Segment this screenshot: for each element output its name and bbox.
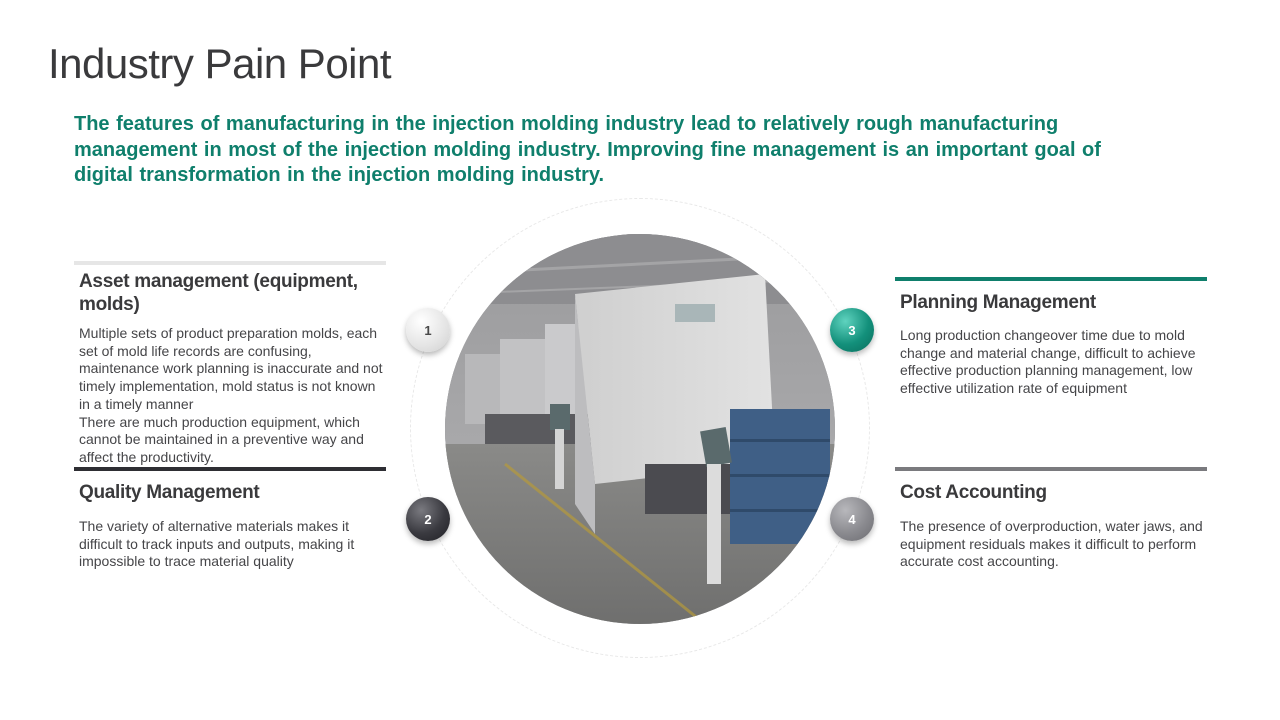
card-accent-bar: [895, 277, 1207, 281]
card-accent-bar: [74, 467, 386, 471]
step-badge-4: 4: [830, 497, 874, 541]
card-heading: Quality Management: [79, 482, 260, 503]
card-accent-bar: [895, 467, 1207, 471]
pain-point-card-asset-management: Asset management (equipment, molds) Mult…: [74, 261, 386, 467]
step-badge-2: 2: [406, 497, 450, 541]
card-accent-bar: [74, 261, 386, 265]
card-body: Long production changeover time due to m…: [900, 327, 1196, 397]
step-badge-1: 1: [406, 308, 450, 352]
factory-photo: [445, 234, 835, 624]
intro-statement: The features of manufacturing in the inj…: [74, 113, 1101, 186]
card-body: The variety of alternative materials mak…: [79, 518, 355, 570]
card-heading: Planning Management: [900, 292, 1096, 313]
card-body: Multiple sets of product preparation mol…: [79, 325, 383, 465]
pain-point-card-planning-management: Planning Management Long production chan…: [895, 277, 1207, 398]
page-title: Industry Pain Point: [48, 40, 392, 87]
step-badge-3: 3: [830, 308, 874, 352]
pain-point-card-cost-accounting: Cost Accounting The presence of overprod…: [895, 467, 1207, 571]
card-body: The presence of overproduction, water ja…: [900, 518, 1203, 570]
dashed-ring: [410, 198, 870, 658]
card-heading: Cost Accounting: [900, 482, 1047, 503]
pain-point-card-quality-management: Quality Management The variety of altern…: [74, 467, 386, 571]
card-heading: Asset management (equipment, molds): [79, 271, 358, 315]
factory-illustration: [445, 234, 835, 624]
